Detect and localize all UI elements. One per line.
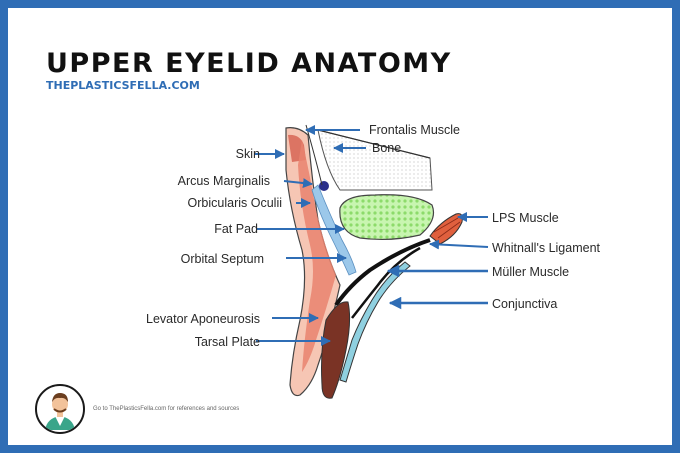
label-conjunctiva: Conjunctiva: [492, 297, 558, 311]
eyelid-diagram: [254, 124, 489, 399]
tarsal-plate-shape: [321, 301, 351, 399]
levator-line: [334, 238, 431, 307]
label-orbicularis-oculii: Orbicularis Oculii: [187, 196, 282, 210]
label-lps-muscle: LPS Muscle: [492, 211, 559, 225]
footer-note: Go to ThePlasticsFella.com for reference…: [93, 406, 240, 412]
label-orbital-septum: Orbital Septum: [180, 252, 264, 266]
fat-pad-shape: [339, 194, 435, 241]
conjunctiva-shape: [339, 261, 411, 383]
label-tarsal-plate: Tarsal Plate: [194, 335, 260, 349]
doctor-avatar-icon: [35, 384, 85, 434]
site-link[interactable]: THEPLASTICSFELLA.COM: [46, 79, 200, 92]
label-muller-muscle: Müller Muscle: [492, 265, 570, 279]
label-levator-aponeurosis: Levator Aponeurosis: [146, 312, 260, 326]
label-frontalis-muscle: Frontalis Muscle: [369, 123, 460, 137]
arcus-marginalis-dot: [319, 181, 329, 191]
label-fat-pad: Fat Pad: [214, 222, 258, 236]
page-title: UPPER EYELID ANATOMY: [46, 48, 452, 79]
bone-shape: [317, 129, 433, 191]
label-whitnalls-ligament: Whitnall's Ligament: [492, 241, 600, 255]
label-bone: Bone: [372, 141, 402, 155]
label-skin: Skin: [235, 147, 260, 161]
label-arcus-marginalis: Arcus Marginalis: [177, 174, 270, 188]
muller-line: [351, 246, 421, 319]
